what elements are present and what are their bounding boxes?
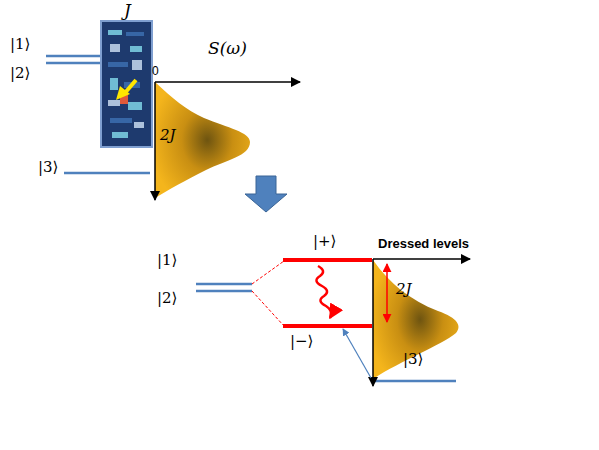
level-label: |1⟩ [10, 37, 30, 52]
level-label: 2J [160, 128, 176, 143]
chip-detail [132, 60, 142, 70]
coupling-line [343, 329, 371, 378]
axis-x [155, 81, 300, 83]
level-label: |2⟩ [10, 66, 30, 81]
axis-y [154, 82, 156, 200]
chip-detail [130, 46, 142, 52]
chip-detail [110, 44, 120, 52]
chip-detail [108, 30, 122, 35]
axis-y-bottom [372, 259, 374, 386]
chip-detail [110, 78, 118, 90]
dressed-levels [283, 260, 372, 326]
level-label: 0 [152, 65, 159, 77]
level-label: Dressed levels [378, 237, 469, 250]
chip-detail [108, 100, 120, 106]
chip-detail [134, 122, 144, 128]
chip-box: J [100, 20, 153, 148]
level-label: |+⟩ [313, 234, 336, 249]
spectral-density-bottom [373, 260, 459, 379]
chip-detail [112, 132, 128, 138]
level-label: S(ω) [208, 40, 247, 57]
chip-detail [108, 62, 128, 67]
decay-arrow [316, 266, 331, 318]
level-label: |1⟩ [157, 253, 177, 268]
level-label: 2J [396, 282, 412, 297]
chip-detail [128, 102, 142, 110]
transition-arrow [245, 176, 287, 212]
spectral-density [155, 82, 250, 198]
level-label: |−⟩ [290, 334, 313, 349]
level-label: |3⟩ [403, 352, 423, 367]
chip-detail [110, 118, 132, 123]
dressing-lines [252, 261, 284, 326]
coupling-label: J [124, 2, 131, 19]
level-label: |3⟩ [38, 160, 58, 175]
splitting-arrow [386, 264, 388, 322]
chip-art [102, 22, 151, 146]
level-label: |2⟩ [157, 291, 177, 306]
axis-x-bottom [373, 258, 470, 260]
pointer-arrowhead [116, 86, 130, 100]
chip-detail [126, 32, 144, 36]
